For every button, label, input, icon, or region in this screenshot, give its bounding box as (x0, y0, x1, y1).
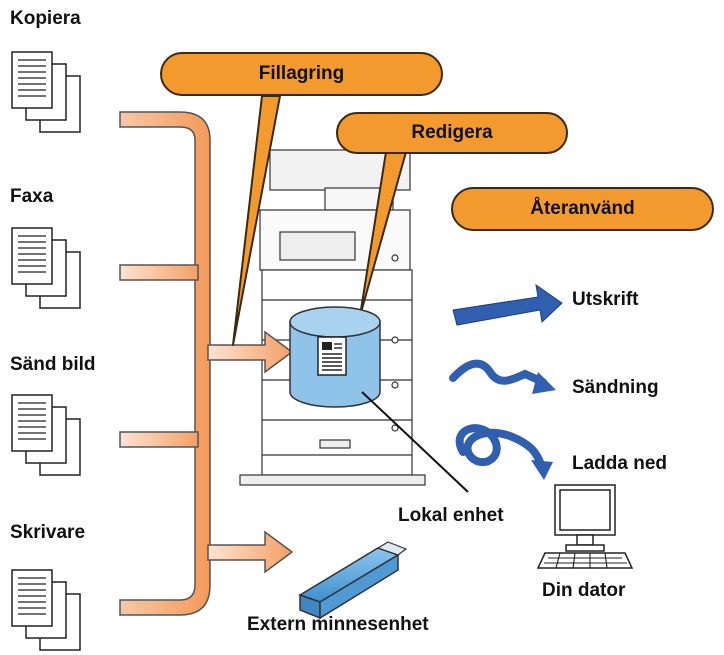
document-stack-icon (11, 51, 81, 133)
computer-label: Din dator (542, 580, 626, 601)
output-label-send: Sändning (572, 377, 659, 398)
send-arrow-icon (449, 359, 547, 386)
print-arrow-icon (452, 283, 563, 326)
external-memory-label: Extern minnesenhet (247, 614, 429, 635)
source-label-printer: Skrivare (10, 522, 86, 543)
usb-memory-icon (298, 541, 408, 620)
computer-icon (536, 484, 634, 569)
send-arrow-head-icon (532, 372, 556, 394)
file-storage-bubble-tail (232, 95, 281, 346)
source-label-fax: Faxa (10, 186, 54, 207)
document-stack-icon (11, 569, 81, 651)
download-arrow-icon (455, 424, 544, 467)
source-label-scan: Sänd bild (10, 354, 96, 375)
file-storage-bubble: Fillagring (160, 52, 443, 96)
source-label-copy: Kopiera (10, 8, 81, 29)
output-label-print: Utskrift (572, 289, 639, 310)
local-drive-leader-line (361, 391, 469, 493)
document-stack-icon (11, 227, 81, 309)
local-drive-label: Lokal enhet (398, 505, 504, 526)
edit-bubble: Redigera (336, 112, 568, 154)
source-flow-bracket (119, 111, 294, 616)
local-drive-icon (289, 306, 381, 408)
download-arrow-head-icon (531, 460, 553, 480)
document-stack-icon (11, 394, 81, 476)
reuse-bubble: Återanvänd (451, 187, 714, 231)
output-label-download: Ladda ned (572, 453, 668, 474)
